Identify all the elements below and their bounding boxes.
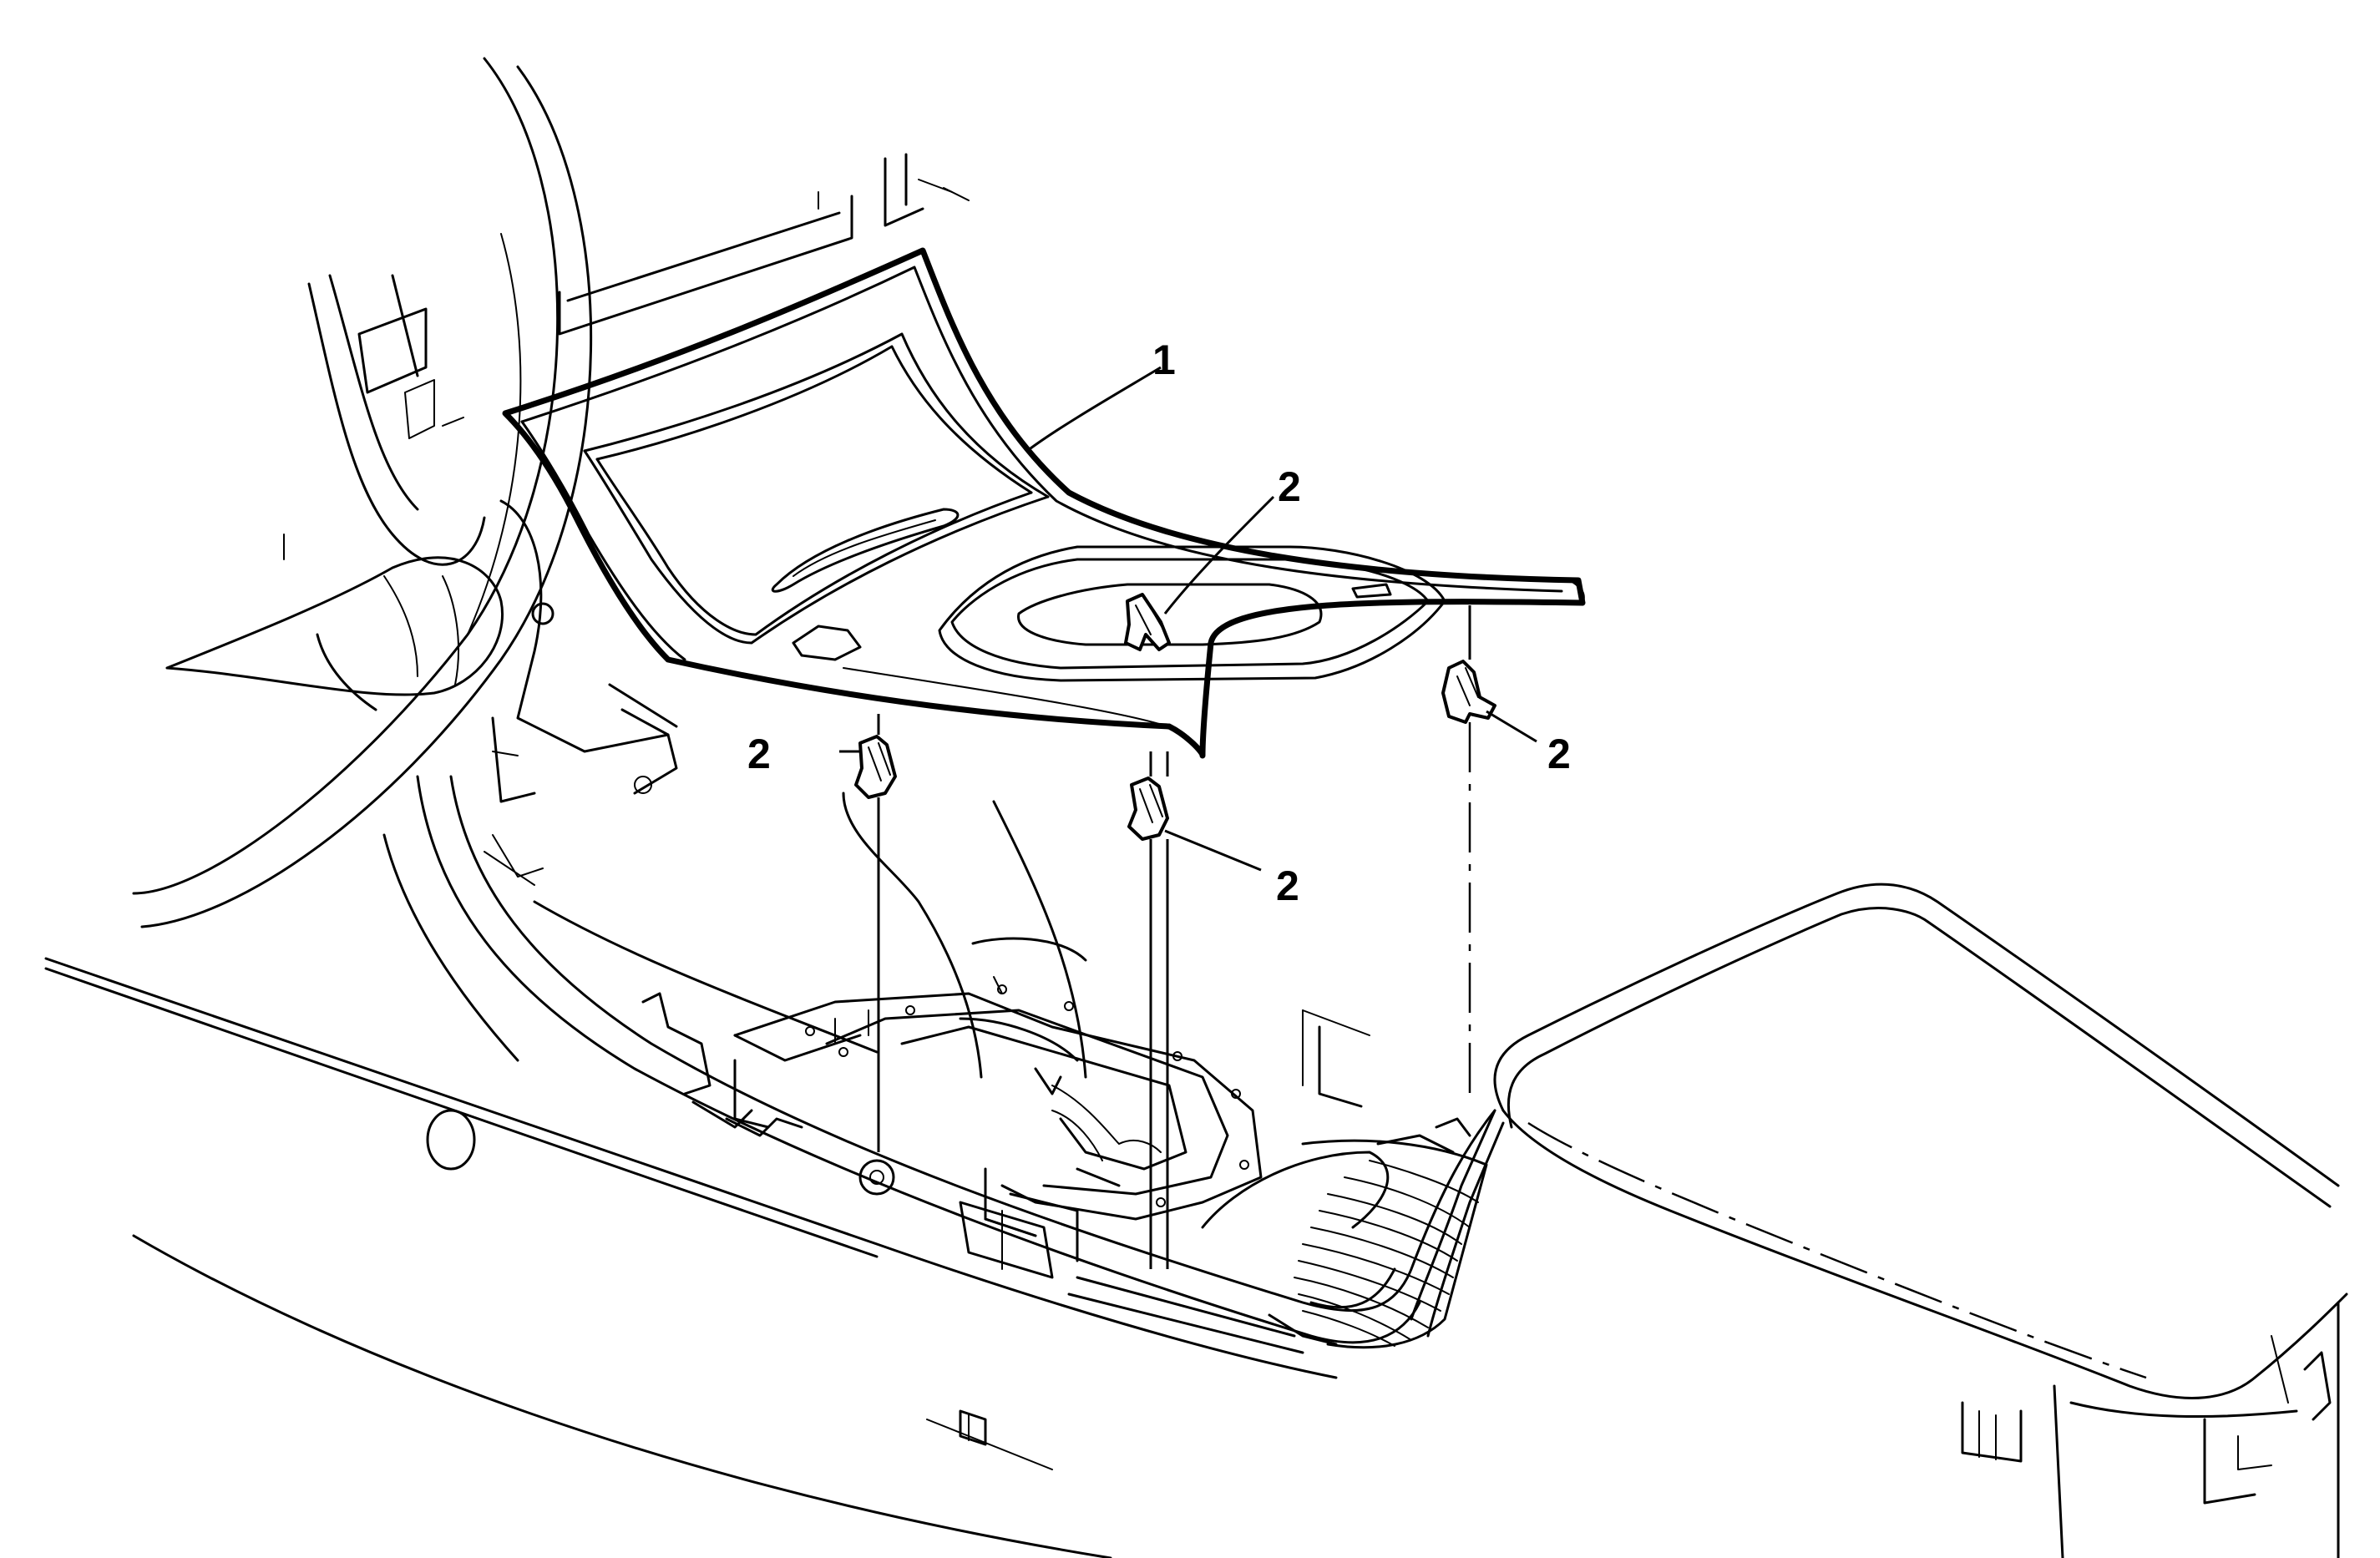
callout-leaders — [839, 366, 1537, 872]
callout-2-clip-center: 2 — [1278, 463, 1301, 510]
retainer-clip-left — [854, 735, 897, 799]
console-base — [416, 775, 1496, 1354]
callout-1-bezel: 1 — [1152, 336, 1176, 383]
console-floor-mat — [1294, 1117, 1488, 1349]
steering-wheel — [132, 57, 593, 928]
callout-2-clip-right: 2 — [1547, 731, 1571, 777]
retainer-clip-center — [1124, 593, 1171, 651]
callout-2-clip-middle: 2 — [1276, 862, 1299, 909]
retainer-clip-middle — [1127, 776, 1169, 841]
console-trim-bezel — [502, 247, 1586, 759]
installation-lines — [877, 605, 1471, 1269]
shifter-assembly — [733, 792, 1263, 1221]
dashboard-background — [357, 153, 970, 886]
retainer-clip-right — [1441, 660, 1496, 724]
armrest — [1302, 883, 2348, 1558]
callout-2-clip-left: 2 — [747, 731, 771, 777]
door-sill-panel — [44, 833, 1338, 1558]
